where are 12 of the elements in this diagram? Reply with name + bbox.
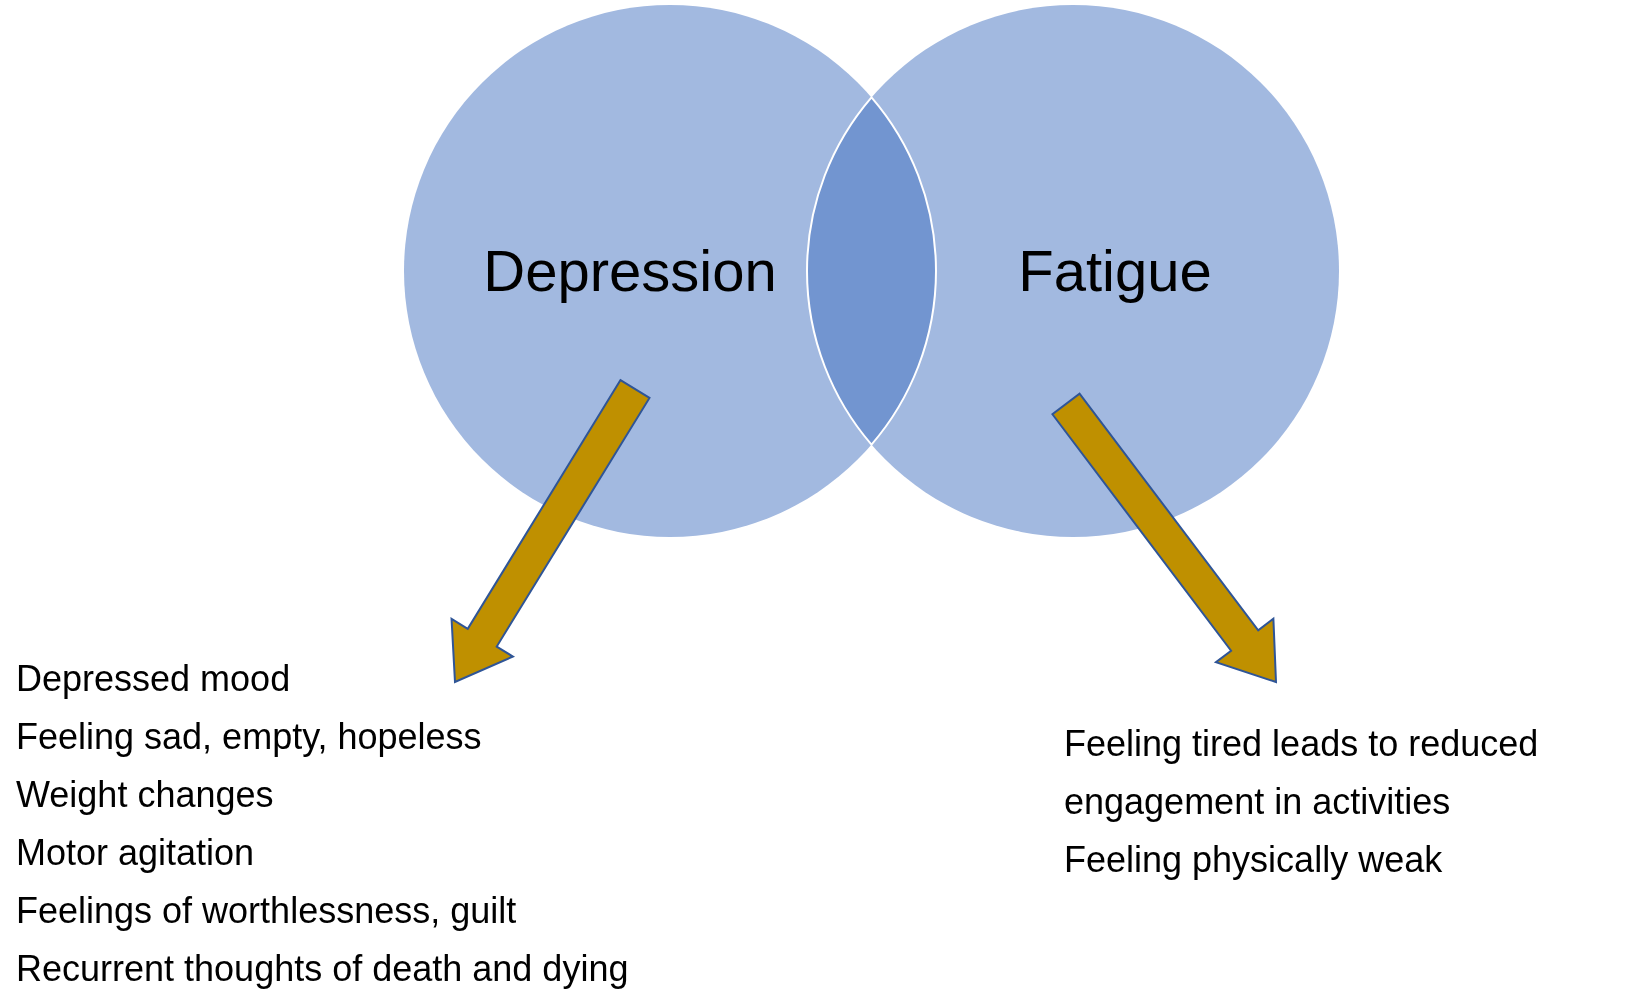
circle-label: Fatigue <box>1017 239 1213 303</box>
symptom-text: Feeling physically weak <box>1064 838 1444 882</box>
symptom-text: Feeling tired leads to reduced engagement in activities <box>1064 722 1540 824</box>
block-arrow <box>450 378 651 684</box>
symptom-text: Weight changes <box>16 773 275 817</box>
symptom-text: Recurrent thoughts of death and dying <box>16 947 630 991</box>
block-arrow <box>1051 392 1278 684</box>
symptom-text: Feeling sad, empty, hopeless <box>16 715 483 759</box>
circle-label: Depression <box>482 239 778 303</box>
symptom-text: Feelings of worthlessness, guilt <box>16 889 518 933</box>
symptom-text: Depressed mood <box>16 657 292 701</box>
symptom-text: Motor agitation <box>16 831 256 875</box>
